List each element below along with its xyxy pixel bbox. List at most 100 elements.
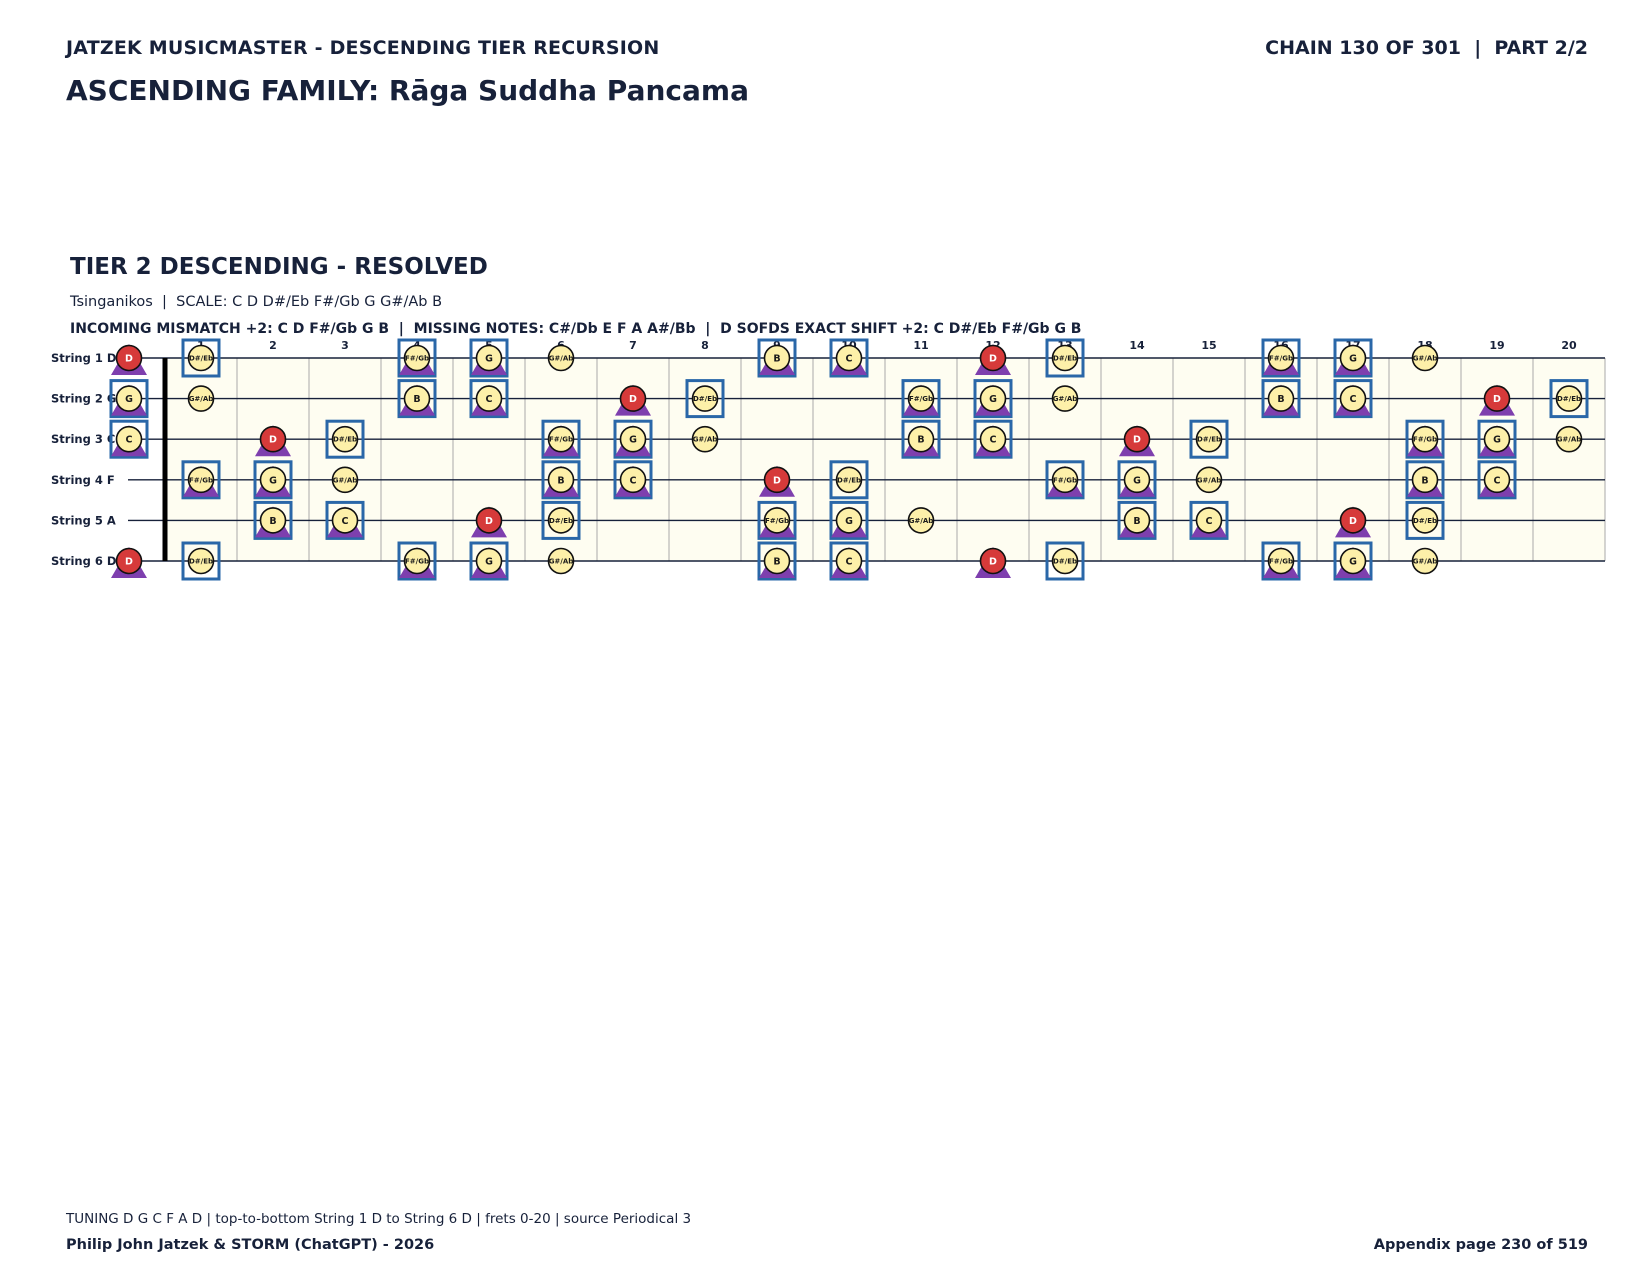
note-label: C (126, 435, 133, 446)
note-box-marker (1261, 541, 1301, 581)
note-marker (835, 466, 863, 494)
note-label: F#/Gb (1269, 558, 1293, 566)
string-label: String 3 C (51, 432, 115, 446)
note-label: G#/Ab (333, 476, 358, 484)
note-label: D (989, 354, 997, 365)
note-label: G (1349, 354, 1357, 365)
note-label: F#/Gb (549, 436, 573, 444)
string-label: String 4 F (51, 473, 115, 487)
note-marker (475, 547, 503, 575)
note-marker (835, 547, 863, 575)
fret-number: 20 (1561, 339, 1577, 352)
note-label: G#/Ab (1557, 436, 1582, 444)
string-label: String 1 D (51, 351, 116, 365)
note-label: F#/Gb (909, 395, 933, 403)
note-box-marker (325, 500, 365, 540)
note-box-marker (1045, 338, 1085, 378)
note-marker (1051, 547, 1079, 575)
note-label: F#/Gb (765, 517, 789, 525)
note-label: D#/Eb (693, 395, 717, 403)
note-marker (691, 425, 719, 453)
note-marker (115, 425, 143, 453)
note-marker (1555, 385, 1583, 412)
fret-number: 2 (269, 339, 277, 352)
note-marker (763, 344, 791, 372)
note-label: G#/Ab (1413, 355, 1438, 363)
note-label: F#/Gb (405, 558, 429, 566)
fret-number: 8 (701, 339, 709, 352)
note-marker (1195, 466, 1223, 494)
root-note-marker (475, 507, 503, 534)
note-label: G#/Ab (693, 436, 718, 444)
note-marker (1483, 466, 1511, 494)
note-marker (1411, 466, 1439, 494)
note-label: G (485, 557, 493, 568)
note-marker (547, 466, 575, 494)
note-label: G (1133, 475, 1141, 486)
note-marker (691, 385, 719, 412)
note-box-marker (1261, 379, 1301, 419)
note-label: D (1133, 435, 1141, 446)
note-box-marker (181, 541, 221, 581)
root-note-marker (979, 547, 1007, 575)
note-box-marker (613, 419, 653, 459)
note-label: D (485, 516, 493, 527)
note-box-marker (829, 541, 869, 581)
fret-number: 11 (913, 339, 928, 352)
string-label: String 5 A (51, 513, 116, 527)
note-box-marker (325, 419, 365, 459)
note-marker (1555, 425, 1583, 453)
note-marker (835, 507, 863, 534)
note-marker (187, 547, 215, 575)
note-marker (115, 385, 143, 412)
note-label: F#/Gb (1269, 355, 1293, 363)
note-label: G#/Ab (549, 558, 574, 566)
note-label: G#/Ab (1197, 476, 1222, 484)
series-title: JATZEK MUSICMASTER - DESCENDING TIER REC… (66, 37, 660, 59)
tier-meta: Tsinganikos | SCALE: C D D#/Eb F#/Gb G G… (70, 294, 443, 310)
note-label: G#/Ab (1413, 558, 1438, 566)
note-box-marker (757, 338, 797, 378)
note-label: D#/Eb (333, 436, 357, 444)
note-marker (331, 425, 359, 453)
note-label: D#/Eb (1557, 395, 1581, 403)
note-box-marker (181, 460, 221, 500)
note-marker (547, 344, 575, 372)
note-box-marker (469, 379, 509, 419)
note-box-marker (469, 541, 509, 581)
note-box-marker (829, 338, 869, 378)
root-note-marker (1123, 425, 1151, 453)
note-box-marker (1189, 500, 1229, 540)
note-box-marker (1405, 460, 1445, 500)
note-label: B (269, 516, 276, 527)
note-label: D (269, 435, 277, 446)
note-box-marker (1405, 500, 1445, 540)
note-box-marker (1333, 541, 1373, 581)
note-box-marker (181, 338, 221, 378)
note-label: C (630, 475, 637, 486)
note-marker (1195, 507, 1223, 534)
note-marker (1267, 344, 1295, 372)
note-box-marker (397, 379, 437, 419)
chain-info: CHAIN 130 OF 301 | PART 2/2 (1265, 37, 1588, 59)
note-box-marker (1405, 419, 1445, 459)
root-note-marker (115, 547, 143, 575)
note-label: D#/Eb (189, 558, 213, 566)
note-marker (259, 466, 287, 494)
note-box-marker (973, 419, 1013, 459)
note-box-marker (757, 500, 797, 540)
note-label: D#/Eb (549, 517, 573, 525)
note-box-marker (397, 541, 437, 581)
note-marker (547, 425, 575, 453)
note-marker (619, 466, 647, 494)
note-marker (403, 547, 431, 575)
root-note-marker (619, 385, 647, 412)
note-label: D (773, 475, 781, 486)
note-label: G (845, 516, 853, 527)
note-label: D (1493, 394, 1501, 405)
note-marker (1051, 466, 1079, 494)
note-label: B (773, 354, 780, 365)
note-marker (1411, 344, 1439, 372)
note-box-marker (613, 460, 653, 500)
note-marker (763, 507, 791, 534)
